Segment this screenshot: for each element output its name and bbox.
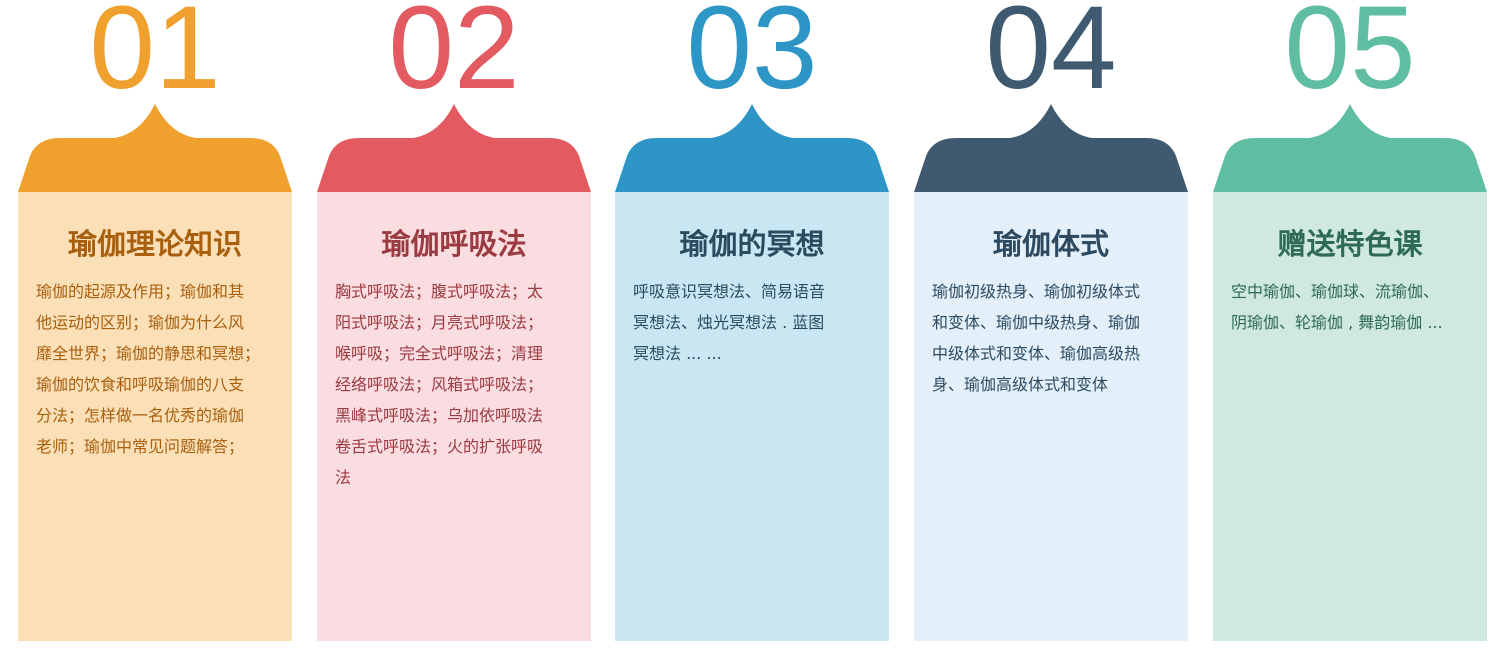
card-text-line: 老师；瑜伽中常见问题解答； (36, 437, 245, 456)
card-description: 胸式呼吸法；腹式呼吸法；太阳式呼吸法；月亮式呼吸法； 喉呼吸；完全式呼吸法；清理经… (335, 276, 581, 493)
card-text-line: 瑜伽初级热身、瑜伽初级体式 (932, 282, 1141, 301)
card-description: 呼吸意识冥想法、简易语音冥想法、烛光冥想法 . 蓝图冥想法 ... ... (633, 276, 879, 369)
card-text-line: 冥想法、烛光冥想法 . 蓝图 (633, 313, 825, 332)
card-number: 04 (985, 0, 1117, 114)
card-text-line: 身、瑜伽高级体式和变体 (932, 375, 1109, 394)
card-body: 瑜伽体式 瑜伽初级热身、瑜伽初级体式和变体、瑜伽中级热身、瑜伽中级体式和变体、瑜… (914, 192, 1188, 641)
card-header-tab (317, 104, 591, 192)
card-text-line: 阳式呼吸法；月亮式呼吸法； (335, 313, 544, 332)
card-text-line: 黑峰式呼吸法；乌加依呼吸法 (335, 406, 544, 425)
card-description: 空中瑜伽、瑜伽球、流瑜伽、阴瑜伽、轮瑜伽 , 舞韵瑜伽 ... (1231, 276, 1477, 338)
card-header-tab (1213, 104, 1487, 192)
card-text-line: 呼吸意识冥想法、简易语音 (633, 282, 826, 301)
card-text-line: 他运动的区别；瑜伽为什么风 (36, 313, 245, 332)
card-title: 瑜伽的冥想 (679, 227, 825, 261)
card-number: 03 (686, 0, 818, 114)
card-text-line: 和变体、瑜伽中级热身、瑜伽 (932, 313, 1141, 332)
course-card-4: 04 瑜伽体式 瑜伽初级热身、瑜伽初级体式和变体、瑜伽中级热身、瑜伽中级体式和变… (914, 0, 1188, 641)
card-text-line: 法 (335, 468, 352, 487)
card-number: 02 (388, 0, 520, 114)
course-card-1: 01 瑜伽理论知识 瑜伽的起源及作用；瑜伽和其他运动的区别；瑜伽为什么风靡全世界… (18, 0, 292, 641)
card-title: 瑜伽体式 (992, 227, 1109, 261)
course-card-5: 05 赠送特色课 空中瑜伽、瑜伽球、流瑜伽、阴瑜伽、轮瑜伽 , 舞韵瑜伽 ... (1213, 0, 1487, 641)
card-title: 瑜伽理论知识 (67, 227, 242, 261)
card-text-line: 靡全世界；瑜伽的静思和冥想； (36, 344, 261, 363)
card-text-line: 分法；怎样做一名优秀的瑜伽 (36, 406, 245, 425)
card-text-line: 瑜伽的起源及作用；瑜伽和其 (36, 282, 245, 301)
card-header-tab (615, 104, 889, 192)
card-description: 瑜伽的起源及作用；瑜伽和其他运动的区别；瑜伽为什么风靡全世界；瑜伽的静思和冥想；… (36, 276, 282, 462)
course-card-3: 03 瑜伽的冥想 呼吸意识冥想法、简易语音冥想法、烛光冥想法 . 蓝图冥想法 .… (615, 0, 889, 641)
card-text-line: 瑜伽的饮食和呼吸瑜伽的八支 (36, 375, 245, 394)
card-number: 01 (89, 0, 221, 114)
card-header-tab (914, 104, 1188, 192)
card-text-line: 冥想法 ... ... (633, 344, 722, 363)
card-text-line: 胸式呼吸法；腹式呼吸法；太 (335, 282, 544, 301)
card-body: 瑜伽理论知识 瑜伽的起源及作用；瑜伽和其他运动的区别；瑜伽为什么风靡全世界；瑜伽… (18, 192, 292, 641)
card-header-tab (18, 104, 292, 192)
card-text-line: 空中瑜伽、瑜伽球、流瑜伽、 (1231, 282, 1440, 301)
card-text-line: 卷舌式呼吸法；火的扩张呼吸 (335, 437, 544, 456)
card-body: 瑜伽呼吸法 胸式呼吸法；腹式呼吸法；太阳式呼吸法；月亮式呼吸法； 喉呼吸；完全式呼… (317, 192, 591, 641)
course-card-2: 02 瑜伽呼吸法 胸式呼吸法；腹式呼吸法；太阳式呼吸法；月亮式呼吸法； 喉呼吸；完… (317, 0, 591, 641)
card-number: 05 (1284, 0, 1416, 114)
card-text-line: 经络呼吸法；风箱式呼吸法； (335, 375, 544, 394)
card-title: 赠送特色课 (1277, 227, 1423, 261)
card-text-line: 中级体式和变体、瑜伽高级热 (932, 344, 1141, 363)
card-text-line: 阴瑜伽、轮瑜伽 , 舞韵瑜伽 ... (1231, 313, 1443, 332)
card-description: 瑜伽初级热身、瑜伽初级体式和变体、瑜伽中级热身、瑜伽中级体式和变体、瑜伽高级热身… (932, 276, 1178, 400)
card-title: 瑜伽呼吸法 (381, 227, 527, 261)
card-body: 赠送特色课 空中瑜伽、瑜伽球、流瑜伽、阴瑜伽、轮瑜伽 , 舞韵瑜伽 ... (1213, 192, 1487, 641)
card-text-line: 喉呼吸；完全式呼吸法；清理 (335, 344, 544, 363)
card-body: 瑜伽的冥想 呼吸意识冥想法、简易语音冥想法、烛光冥想法 . 蓝图冥想法 ... … (615, 192, 889, 641)
